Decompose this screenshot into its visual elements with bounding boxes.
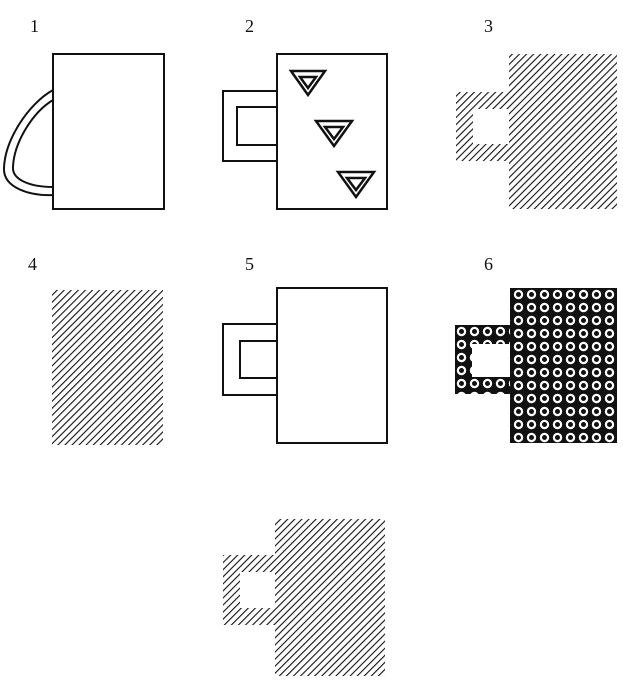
figure-6-handle bbox=[455, 325, 510, 394]
figure-2-triangle-2 bbox=[313, 119, 355, 149]
figure-3-mug bbox=[456, 54, 617, 209]
figure-6-body bbox=[510, 288, 617, 443]
figure-1-mug bbox=[2, 53, 165, 210]
figure-7-handle bbox=[223, 555, 275, 625]
figure-2-triangle-3 bbox=[335, 170, 377, 200]
figure-4-body bbox=[52, 290, 163, 445]
figure-7-mug bbox=[223, 519, 385, 676]
figure-5-body bbox=[276, 287, 388, 444]
figure-3-body bbox=[509, 54, 617, 209]
figure-label-5: 5 bbox=[245, 254, 254, 274]
figure-2-handle bbox=[222, 90, 278, 162]
figure-3-handle bbox=[456, 92, 509, 161]
figure-2-mug bbox=[222, 53, 388, 210]
figure-label-6: 6 bbox=[484, 254, 493, 274]
figure-label-1: 1 bbox=[30, 16, 39, 36]
figure-4-mug bbox=[52, 290, 163, 445]
figure-2-triangle-1 bbox=[288, 69, 328, 98]
figure-1-handle bbox=[2, 88, 54, 197]
figure-label-4: 4 bbox=[28, 254, 37, 274]
figure-5-handle bbox=[222, 323, 278, 396]
figure-label-2: 2 bbox=[245, 16, 254, 36]
figure-6-mug bbox=[455, 288, 617, 443]
figure-5-mug bbox=[222, 287, 388, 444]
figure-label-3: 3 bbox=[484, 16, 493, 36]
figure-7-body bbox=[275, 519, 385, 676]
figure-1-body bbox=[52, 53, 165, 210]
